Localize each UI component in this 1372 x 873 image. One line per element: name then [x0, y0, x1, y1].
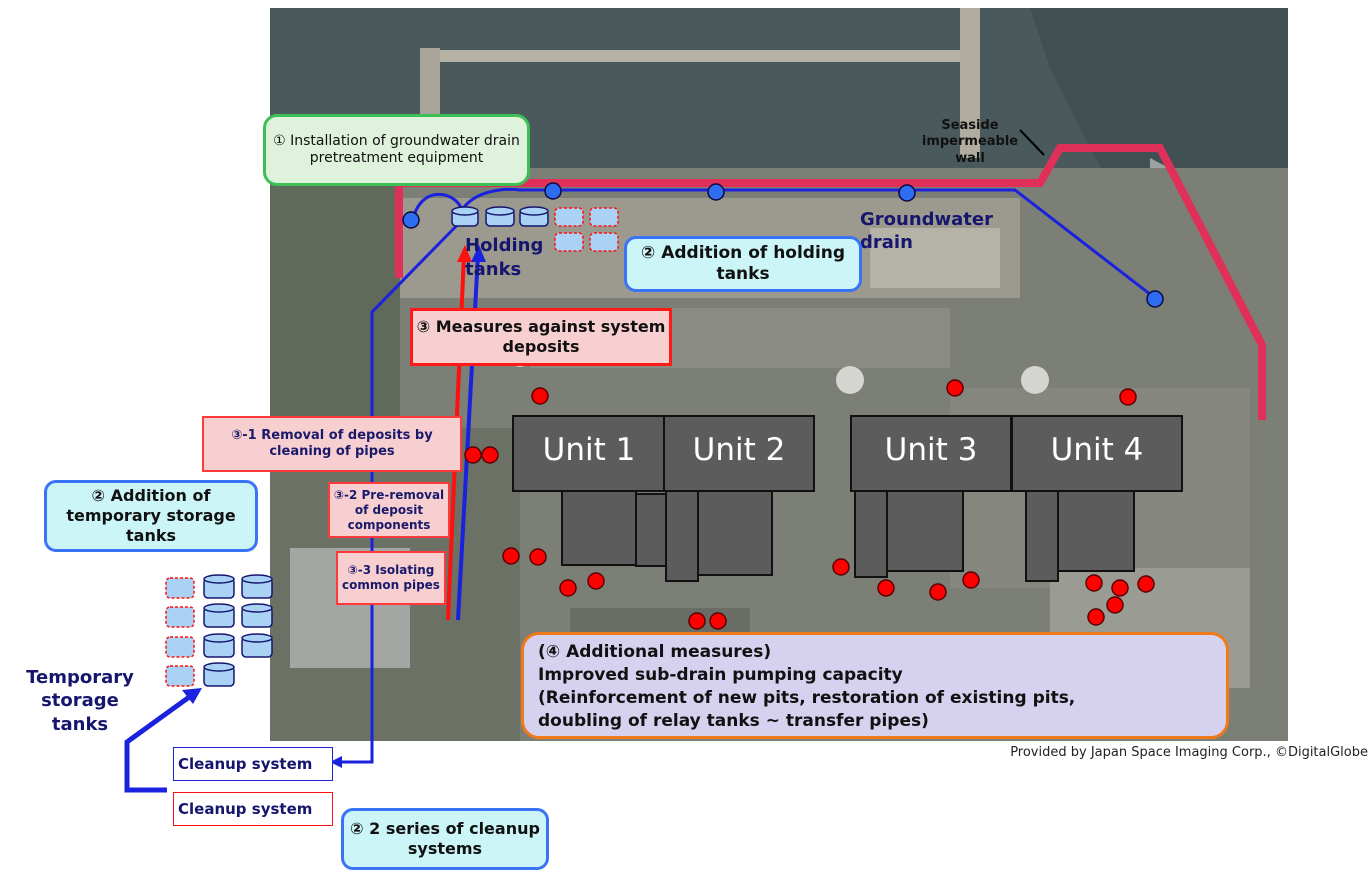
unit-1-label: Unit 1: [542, 432, 636, 468]
temporary-tank-icons: [203, 574, 273, 687]
two-series-callout-text: ② 2 series of cleanup systems: [350, 819, 540, 858]
subdrain-points: [464, 379, 1155, 630]
preremoval-callout-text: ③-2 Pre-removal of deposit components: [333, 487, 445, 532]
isolating-callout-text: ③-3 Isolating common pipes: [342, 563, 440, 592]
two-series-callout: ② 2 series of cleanup systems: [341, 808, 549, 870]
installation-callout-text: ① Installation of groundwater drain pret…: [273, 132, 520, 167]
temporary-storage-arrow: [124, 692, 194, 793]
blue-arrow-head: [330, 756, 342, 768]
cleanup-system-blue-text: Cleanup system: [178, 755, 313, 773]
temporary-storage-callout: ② Addition of temporary storage tanks: [44, 480, 258, 552]
planned-temporary-tank-icons: [165, 577, 195, 687]
blue-arrow-head-up: [471, 245, 486, 262]
isolating-callout: ③-3 Isolating common pipes: [336, 551, 446, 605]
red-arrow-head: [457, 245, 472, 262]
seaside-wall-label: Seaside impermeable wall: [921, 118, 1019, 166]
cleanup-system-red-text: Cleanup system: [178, 800, 313, 818]
unit-3-label: Unit 3: [884, 432, 978, 468]
planned-holding-tank-icons: [554, 207, 619, 252]
cleanup-system-blue: Cleanup system: [173, 747, 333, 781]
holding-tanks-label: Holding tanks: [465, 235, 544, 281]
seaside-wall-pointer: [1019, 129, 1045, 156]
holding-tanks-callout: ② Addition of holding tanks: [624, 236, 862, 292]
unit-buildings: [512, 415, 1183, 582]
groundwater-drain-points: [402, 182, 1164, 308]
additional-measures-line-2: (Reinforcement of new pits, restoration …: [538, 687, 1076, 708]
unit-2-label: Unit 2: [692, 432, 786, 468]
deposits-callout-text: ③ Measures against system deposits: [416, 317, 666, 356]
additional-measures-title: (④ Additional measures): [538, 642, 772, 662]
unit-4-label: Unit 4: [1050, 432, 1144, 468]
groundwater-drain-line: [411, 187, 1156, 300]
holding-tanks-callout-text: ② Addition of holding tanks: [640, 242, 846, 284]
temporary-storage-label: Temporary storage tanks: [26, 667, 134, 735]
additional-measures-callout: (④ Additional measures) Improved sub-dra…: [521, 632, 1229, 739]
installation-callout: ① Installation of groundwater drain pret…: [263, 114, 530, 186]
preremoval-callout: ③-2 Pre-removal of deposit components: [328, 482, 450, 538]
groundwater-drain-label: Groundwater drain: [860, 209, 993, 254]
additional-measures-line-3: doubling of relay tanks ~ transfer pipes…: [538, 710, 929, 731]
removal-callout-text: ③-1 Removal of deposits by cleaning of p…: [231, 427, 433, 459]
photo-credit: Provided by Japan Space Imaging Corp., ©…: [1010, 745, 1368, 760]
cleanup-system-red: Cleanup system: [173, 792, 333, 826]
additional-measures-line-1: Improved sub-drain pumping capacity: [538, 664, 903, 685]
temporary-storage-callout-text: ② Addition of temporary storage tanks: [66, 486, 236, 545]
holding-tank-icons: [451, 206, 549, 227]
removal-callout: ③-1 Removal of deposits by cleaning of p…: [202, 416, 462, 472]
temporary-storage-arrow-head: [182, 688, 202, 704]
deposits-callout: ③ Measures against system deposits: [410, 308, 672, 366]
